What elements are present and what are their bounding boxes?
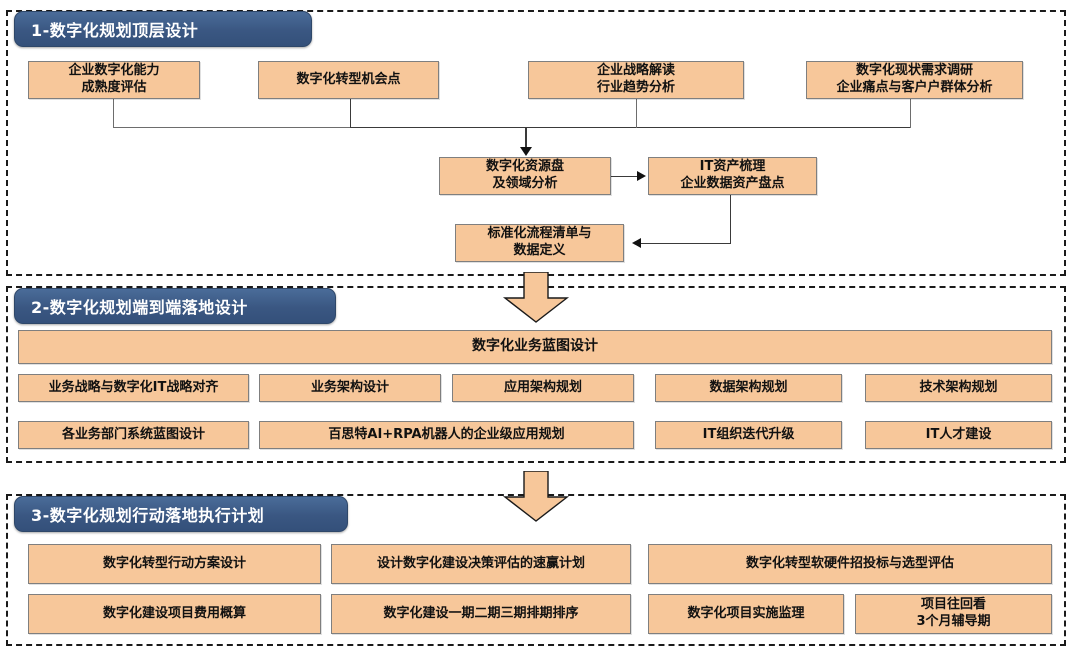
- box-label: 标准化流程清单与 数据定义: [487, 226, 592, 258]
- box-quick-win-plan[interactable]: 设计数字化建设决策评估的速赢计划: [331, 544, 631, 584]
- box-label: IT资产梳理 企业数据资产盘点: [680, 159, 785, 191]
- box-ai-rpa-enterprise-application-plan[interactable]: 百思特AI+RPA机器人的企业级应用规划: [259, 421, 634, 449]
- box-phase-scheduling[interactable]: 数字化建设一期二期三期排期排序: [331, 594, 631, 634]
- box-it-asset-inventory[interactable]: IT资产梳理 企业数据资产盘点: [648, 157, 817, 195]
- connector-resource-to-itasset: [611, 176, 640, 177]
- box-data-architecture-plan[interactable]: 数据架构规划: [655, 374, 842, 402]
- box-project-cost-estimate[interactable]: 数字化建设项目费用概算: [28, 594, 321, 634]
- box-label: 技术架构规划: [919, 379, 998, 395]
- box-strategy-it-alignment[interactable]: 业务战略与数字化IT战略对齐: [18, 374, 249, 402]
- box-label: 数字化转型机会点: [296, 71, 401, 87]
- connector-bus-center: [350, 127, 911, 128]
- box-label: 数字化资源盘 及领域分析: [485, 159, 564, 191]
- box-strategy-interpretation[interactable]: 企业战略解读 行业趋势分析: [528, 61, 744, 99]
- box-label: IT人才建设: [925, 426, 992, 442]
- section-2-header: 2-数字化规划端到端落地设计: [14, 288, 336, 324]
- box-label: 各业务部门系统蓝图设计: [61, 426, 205, 442]
- box-label: 应用架构规划: [503, 379, 582, 395]
- connector-down-to-resource: [525, 127, 527, 151]
- box-label: 数字化转型软硬件招投标与选型评估: [745, 555, 954, 571]
- box-transformation-opportunity[interactable]: 数字化转型机会点: [258, 61, 439, 99]
- block-arrow-section2-to-section3: [501, 471, 571, 523]
- arrowhead-to-resource-box: [520, 147, 532, 156]
- box-label: 业务架构设计: [310, 379, 389, 395]
- box-label: 项目往回看 3个月辅导期: [916, 597, 991, 629]
- banner-digital-business-blueprint[interactable]: 数字化业务蓝图设计: [18, 330, 1052, 364]
- connector-drop-box3: [636, 99, 637, 128]
- box-label: 设计数字化建设决策评估的速赢计划: [376, 555, 585, 571]
- section-1-header: 1-数字化规划顶层设计: [14, 11, 312, 47]
- connector-bus-left: [113, 127, 351, 128]
- box-business-architecture-design[interactable]: 业务架构设计: [259, 374, 441, 402]
- box-label: 企业战略解读 行业趋势分析: [596, 63, 675, 95]
- arrowhead-to-it-asset: [637, 171, 646, 181]
- box-label: 数字化建设一期二期三期排期排序: [383, 605, 579, 621]
- box-status-demand-research[interactable]: 数字化现状需求调研 企业痛点与客户户群体分析: [806, 61, 1023, 99]
- box-label: 百思特AI+RPA机器人的企业级应用规划: [328, 426, 565, 442]
- box-digital-resource-inventory[interactable]: 数字化资源盘 及领域分析: [439, 157, 611, 195]
- section-3-header: 3-数字化规划行动落地执行计划: [14, 496, 348, 532]
- connector-drop-box2: [350, 99, 351, 128]
- box-it-org-iteration-upgrade[interactable]: IT组织迭代升级: [655, 421, 842, 449]
- connector-drop-box1: [113, 99, 114, 128]
- box-label: 企业数字化能力 成熟度评估: [68, 63, 160, 95]
- connector-itasset-to-standard: [641, 243, 731, 244]
- block-arrow-section1-to-section2: [501, 272, 571, 324]
- box-hw-sw-bidding-selection[interactable]: 数字化转型软硬件招投标与选型评估: [648, 544, 1052, 584]
- box-application-architecture-plan[interactable]: 应用架构规划: [452, 374, 634, 402]
- box-label: 业务战略与数字化IT战略对齐: [48, 379, 219, 395]
- box-label: 数字化建设项目费用概算: [102, 605, 246, 621]
- banner-label: 数字化业务蓝图设计: [472, 338, 598, 355]
- connector-drop-box4: [910, 99, 911, 128]
- box-label: 数字化转型行动方案设计: [102, 555, 246, 571]
- box-label: 数字化现状需求调研 企业痛点与客户户群体分析: [836, 63, 993, 95]
- box-label: 数字化项目实施监理: [687, 605, 805, 621]
- box-standard-process-list[interactable]: 标准化流程清单与 数据定义: [455, 224, 624, 262]
- box-implementation-supervision[interactable]: 数字化项目实施监理: [648, 594, 844, 634]
- connector-itasset-down: [730, 195, 731, 243]
- box-label: 数据架构规划: [709, 379, 788, 395]
- box-it-talent-development[interactable]: IT人才建设: [865, 421, 1052, 449]
- box-transformation-action-plan[interactable]: 数字化转型行动方案设计: [28, 544, 321, 584]
- box-department-system-blueprint[interactable]: 各业务部门系统蓝图设计: [18, 421, 249, 449]
- box-technology-architecture-plan[interactable]: 技术架构规划: [865, 374, 1052, 402]
- box-project-review-coaching[interactable]: 项目往回看 3个月辅导期: [855, 594, 1052, 634]
- box-label: IT组织迭代升级: [702, 426, 795, 442]
- arrowhead-to-standard-box: [632, 238, 641, 248]
- box-enterprise-digital-capability[interactable]: 企业数字化能力 成熟度评估: [28, 61, 200, 99]
